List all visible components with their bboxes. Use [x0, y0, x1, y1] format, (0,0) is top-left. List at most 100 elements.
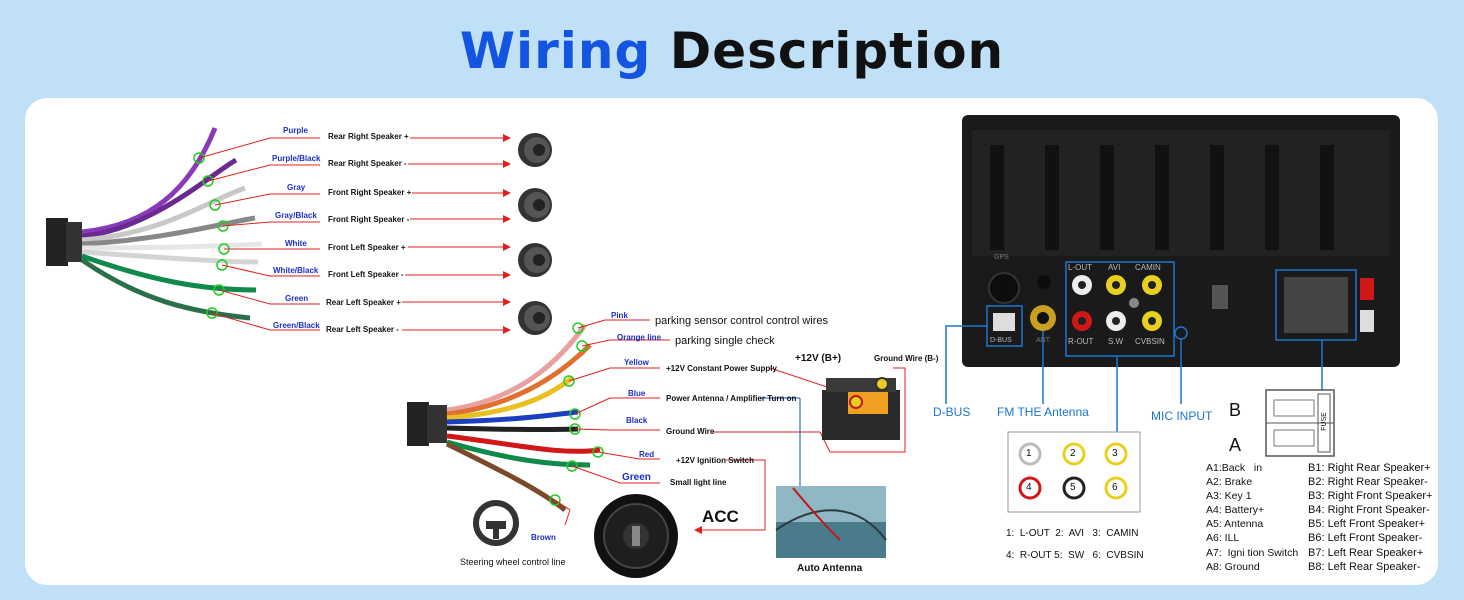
iso-a-item: A8: Ground: [1206, 560, 1260, 573]
iso-a-item: A4: Battery+: [1206, 504, 1265, 517]
iso-b-item: B1: Right Rear Speaker+: [1308, 462, 1431, 474]
connector-b-label: B: [1229, 400, 1242, 420]
title-part1: Wiring: [459, 22, 652, 80]
steering-wheel-label: Steering wheel control line: [460, 557, 566, 567]
rca-number-6: 6: [1112, 482, 1118, 493]
wire-function-small-light: Small light line: [670, 478, 727, 487]
wire-color-orange: Orange line: [617, 333, 662, 342]
iso-a-item: A6: ILL: [1206, 532, 1240, 545]
camin-tag: CAMIN: [1135, 263, 1161, 272]
connector-a-label: A: [1229, 435, 1242, 455]
rca-number-2: 2: [1070, 448, 1076, 459]
fuse-label: FUSE: [1320, 412, 1328, 431]
top-wire-markers: [193, 152, 230, 319]
rca-legend-box: [1007, 431, 1141, 513]
steering-wheel-icon: [473, 500, 519, 546]
bottom-wires: [445, 323, 601, 512]
sw-tag: S.W: [1108, 337, 1124, 346]
rca-number-4: 4: [1026, 482, 1032, 493]
ignition-key-icon: [594, 494, 678, 578]
battery-plus-label: +12V (B+): [795, 353, 842, 364]
wire-color-gray: Gray: [287, 183, 306, 192]
iso-a-item: A5: Antenna: [1206, 518, 1264, 531]
wire-function-ignition: +12V Ignition Switch: [676, 456, 755, 465]
head-unit-back: [962, 115, 1400, 367]
cvbsin-tag: CVBSIN: [1135, 337, 1165, 346]
battery-ground-label: Ground Wire (B-): [874, 354, 939, 363]
rca-legend-line1: 1: L-OUT 2: AVI 3: CAMIN: [1006, 528, 1139, 539]
wire-function-ground: Ground Wire: [666, 427, 715, 436]
dbus-tag: D-BUS: [990, 337, 1012, 344]
harness-connector-bottom: [407, 402, 447, 446]
callout-lines: [945, 325, 1323, 432]
title-part2: Description: [669, 22, 1005, 80]
iso-b-item: B8: Left Rear Speaker-: [1308, 560, 1421, 573]
wire-function-power-antenna: Power Antenna / Amplifier Turn on: [666, 394, 797, 403]
harness-connector-top: [46, 218, 82, 266]
wire-function-front-left-plus: Front Left Speaker +: [328, 243, 406, 252]
auto-antenna-label: Auto Antenna: [797, 563, 863, 574]
gps-tag: GPS: [994, 254, 1009, 261]
speaker-icons: [518, 133, 552, 335]
iso-b-item: B3: Right Front Speaker+: [1308, 490, 1433, 503]
rca-number-3: 3: [1112, 448, 1118, 459]
iso-b-item: B5: Left Front Speaker+: [1308, 518, 1426, 531]
wire-color-purple: Purple: [283, 126, 308, 135]
wire-color-white: White: [285, 239, 307, 248]
wire-color-blue: Blue: [628, 389, 646, 398]
wire-function-front-right-minus: Front Right Speaker -: [328, 215, 410, 224]
auto-antenna-photo: [775, 486, 887, 558]
wire-function-parking-sensor: parking sensor control control wires: [655, 315, 829, 327]
wire-color-green-bottom: Green: [622, 472, 651, 483]
iso-b-item: B6: Left Front Speaker-: [1308, 532, 1423, 545]
wire-function-front-left-minus: Front Left Speaker -: [328, 270, 404, 279]
wire-color-white-black: White/Black: [273, 266, 319, 275]
wire-function-rear-right-minus: Rear Right Speaker -: [328, 159, 407, 168]
iso-a-item: A3: Key 1: [1206, 490, 1252, 503]
callout-mic-input: MIC INPUT: [1151, 409, 1213, 423]
wire-function-rear-left-minus: Rear Left Speaker -: [326, 325, 399, 334]
speaker-icon: [518, 188, 552, 222]
wire-color-gray-black: Gray/Black: [275, 211, 317, 220]
iso-b-list: B1: Right Rear Speaker+ B2: Right Rear S…: [1308, 461, 1432, 574]
battery-icon: [822, 377, 900, 440]
wire-color-pink: Pink: [611, 311, 628, 320]
iso-a-item: A1:Back in: [1206, 462, 1263, 474]
iso-a-item: A2: Brake: [1206, 476, 1253, 489]
ant-tag: ANT: [1036, 337, 1050, 344]
wire-color-yellow: Yellow: [624, 358, 649, 367]
wire-color-green-black: Green/Black: [273, 321, 320, 330]
rca-number-5: 5: [1070, 482, 1076, 493]
wire-color-purple-black: Purple/Black: [272, 154, 321, 163]
top-wires: [80, 127, 263, 321]
wire-function-parking-check: parking single check: [675, 335, 775, 347]
page-title: Wiring Description: [0, 22, 1464, 80]
wire-function-rear-right-plus: Rear Right Speaker +: [328, 132, 409, 141]
callout-dbus: D-BUS: [933, 405, 971, 419]
iso-a-list: A1:Back in A2: Brake A3: Key 1 A4: Batte…: [1206, 461, 1298, 574]
wire-color-brown: Brown: [531, 533, 556, 542]
speaker-icon: [518, 133, 552, 167]
speaker-icon: [518, 301, 552, 335]
iso-a-item: A7: Igni tion Switch: [1206, 546, 1299, 559]
wire-function-constant-power: +12V Constant Power Supply: [666, 364, 777, 373]
wire-function-rear-left-plus: Rear Left Speaker +: [326, 298, 401, 307]
wire-color-green: Green: [285, 294, 309, 303]
callout-fm-antenna: FM THE Antenna: [997, 405, 1089, 419]
speaker-icon: [518, 243, 552, 277]
lout-tag: L-OUT: [1068, 263, 1092, 272]
rout-tag: R-OUT: [1068, 337, 1094, 346]
acc-label: ACC: [702, 507, 739, 526]
wire-color-black: Black: [626, 416, 648, 425]
avi-tag: AVI: [1108, 263, 1121, 272]
iso-b-item: B2: Right Rear Speaker-: [1308, 476, 1428, 489]
rca-legend-line2: 4: R-OUT 5: SW 6: CVBSIN: [1006, 550, 1144, 561]
iso-b-item: B4: Right Front Speaker-: [1308, 504, 1430, 517]
wire-function-front-right-plus: Front Right Speaker +: [328, 188, 412, 197]
iso-connector-diagram: [1265, 389, 1335, 457]
iso-b-item: B7: Left Rear Speaker+: [1308, 546, 1424, 559]
wire-color-red: Red: [639, 450, 655, 459]
rca-number-1: 1: [1026, 448, 1032, 459]
top-label-lines: [198, 134, 511, 334]
